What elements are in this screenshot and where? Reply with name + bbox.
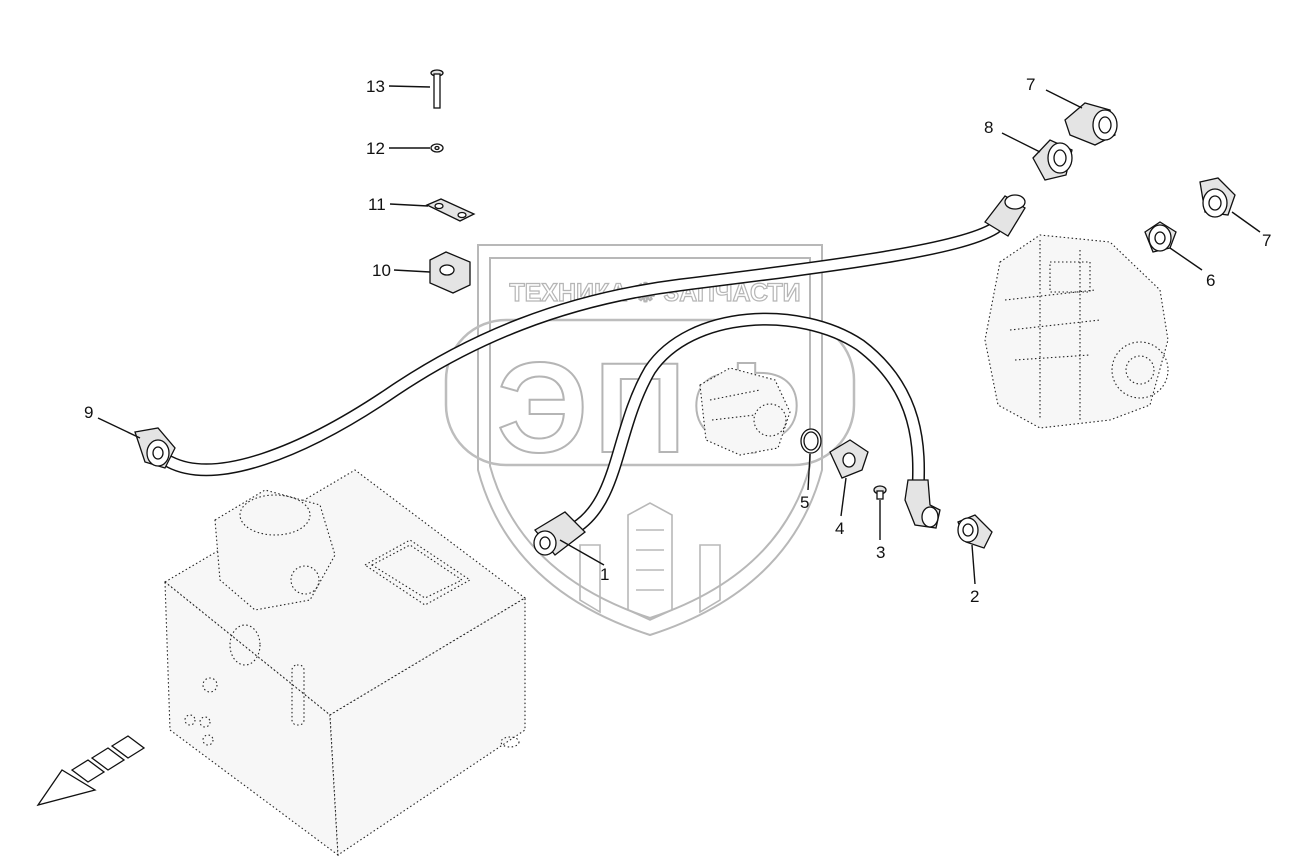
hose-1	[568, 312, 926, 535]
svg-text:6: 6	[1206, 271, 1215, 290]
callout-13: 13	[366, 77, 431, 96]
callout-3: 3	[876, 500, 885, 562]
elbow-7-top	[1064, 102, 1118, 146]
callout-4: 4	[835, 477, 847, 538]
o-ring-5	[800, 428, 822, 454]
svg-text:4: 4	[835, 519, 844, 538]
clamp-10	[429, 251, 471, 294]
bolt-13	[430, 69, 444, 109]
callout-12: 12	[366, 139, 430, 158]
screw-3	[873, 485, 887, 500]
svg-text:3: 3	[876, 543, 885, 562]
elbow-fitting	[904, 479, 941, 529]
fitting-9	[134, 427, 176, 469]
svg-text:5: 5	[800, 493, 809, 512]
svg-text:7: 7	[1026, 75, 1035, 94]
fitting-2	[957, 514, 993, 549]
svg-text:11: 11	[368, 195, 386, 214]
svg-text:8: 8	[984, 118, 993, 137]
callout-5: 5	[800, 453, 811, 512]
svg-text:9: 9	[84, 403, 93, 422]
washer-12	[430, 143, 444, 153]
elbow-7-right	[1199, 177, 1236, 218]
svg-text:10: 10	[372, 261, 391, 280]
watermark: ТЕХНИКА ⚙ ЗАПЧАСТИ ЭПФ	[444, 244, 856, 637]
svg-text:13: 13	[366, 77, 385, 96]
callout-7-right: 7	[1231, 211, 1271, 250]
hydraulic-tank	[164, 469, 526, 857]
callout-9: 9	[84, 403, 141, 439]
callout-11: 11	[368, 195, 429, 214]
direction-arrow	[36, 735, 146, 807]
callout-8: 8	[984, 118, 1041, 153]
watermark-wheat-emblem	[579, 502, 721, 621]
adapter-6	[1144, 221, 1177, 253]
callout-2: 2	[970, 544, 979, 606]
svg-text:2: 2	[970, 587, 979, 606]
fitting-8	[1032, 139, 1073, 181]
callout-7-top: 7	[1026, 75, 1083, 109]
svg-text:7: 7	[1262, 231, 1271, 250]
plate-11	[425, 198, 476, 222]
watermark-shield	[477, 244, 823, 637]
fitting-1	[533, 511, 586, 556]
svg-text:1: 1	[600, 565, 609, 584]
svg-text:12: 12	[366, 139, 385, 158]
watermark-logo-plate	[444, 318, 856, 467]
callout-6: 6	[1169, 247, 1215, 290]
hydraulic-motor	[699, 367, 791, 456]
callout-10: 10	[372, 261, 431, 280]
half-flange-4	[829, 439, 869, 479]
callout-1: 1	[559, 539, 609, 584]
fitting-hose-right	[984, 194, 1026, 237]
hydraulic-pump	[984, 234, 1169, 429]
long-hose-9	[163, 221, 1002, 477]
